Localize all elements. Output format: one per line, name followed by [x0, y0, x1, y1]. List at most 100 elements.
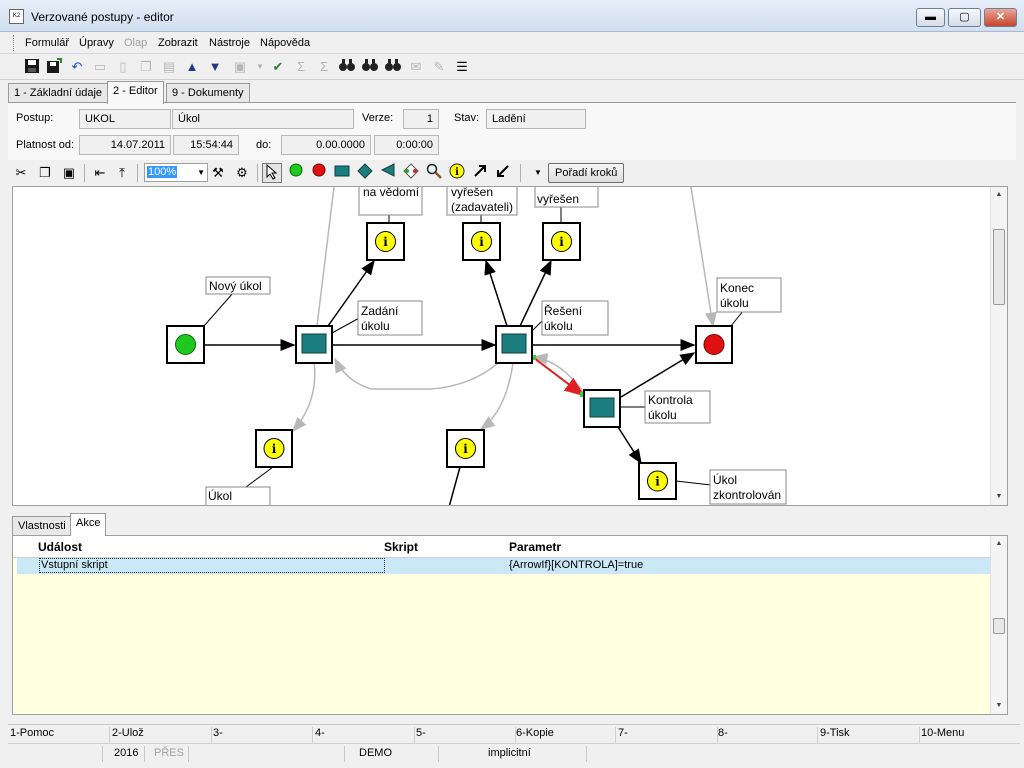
do-date-field[interactable]: 0.00.0000: [281, 135, 371, 155]
step-node-reseni[interactable]: [496, 326, 532, 363]
export-icon[interactable]: ▣: [230, 58, 250, 76]
list-menu-icon[interactable]: ☰: [452, 58, 472, 76]
table-row[interactable]: Vstupní skript {ArrowIf}[KONTROLA]=true: [17, 558, 991, 574]
arrow-ne-icon[interactable]: [470, 163, 490, 183]
scroll-down-icon[interactable]: ▼: [991, 698, 1007, 714]
menu-nastroje[interactable]: Nástroje: [209, 37, 250, 49]
zoom-icon[interactable]: [424, 163, 444, 183]
actions-grid[interactable]: Událost Skript Parametr Vstupní skript {…: [12, 535, 1008, 715]
end-node[interactable]: [696, 326, 732, 363]
column-header-udalost[interactable]: Událost: [38, 540, 82, 554]
edit-note-icon[interactable]: ✎: [429, 58, 449, 76]
tab-vlastnosti[interactable]: Vlastnosti: [12, 516, 72, 536]
pointer-tool-icon[interactable]: [262, 163, 282, 183]
menu-napoveda[interactable]: Nápověda: [260, 37, 310, 49]
copy-icon[interactable]: ❐: [136, 58, 156, 76]
fkey-2[interactable]: 2-Ulož: [112, 727, 212, 743]
postup-name-field[interactable]: Úkol: [172, 109, 354, 129]
zoom-select[interactable]: 100%▼: [144, 163, 208, 182]
close-button[interactable]: ✕: [984, 8, 1017, 27]
binoculars-next-icon[interactable]: [360, 58, 380, 76]
filter-check-icon[interactable]: ✔: [268, 58, 288, 76]
diagram-svg[interactable]: i i i i i i na vědomí: [13, 187, 991, 506]
export-dropdown-icon[interactable]: ▼: [250, 58, 270, 76]
do-time-field[interactable]: 0:00:00: [374, 135, 439, 155]
fkey-6[interactable]: 6-Kopie: [516, 727, 616, 743]
menu-zobrazit[interactable]: Zobrazit: [158, 37, 198, 49]
binoculars-settings-icon[interactable]: [383, 58, 403, 76]
align-left-icon[interactable]: ⇤: [90, 163, 110, 183]
selected-arrow[interactable]: [534, 358, 583, 395]
info-node-na-vedomi[interactable]: i: [367, 223, 404, 260]
column-header-parametr[interactable]: Parametr: [509, 540, 561, 554]
scroll-up-icon[interactable]: ▲: [991, 187, 1007, 203]
verze-field[interactable]: 1: [403, 109, 439, 129]
tab-akce[interactable]: Akce: [70, 513, 106, 536]
sum-select-icon[interactable]: Σ: [314, 58, 334, 76]
info-node-zkontrolovan[interactable]: i: [639, 463, 676, 499]
start-node[interactable]: [167, 326, 204, 363]
info-node-icon[interactable]: i: [447, 163, 467, 183]
grid-vertical-scrollbar[interactable]: ▲ ▼: [990, 536, 1007, 714]
info-node-vyresen-zadavateli[interactable]: i: [463, 223, 500, 260]
stav-field[interactable]: Ladění: [486, 109, 586, 129]
fkey-8[interactable]: 8-: [718, 727, 818, 743]
undo-icon[interactable]: ↶: [67, 58, 87, 76]
back-arrow-node-icon[interactable]: [378, 163, 398, 183]
postup-code-field[interactable]: UKOL: [79, 109, 171, 129]
fkey-9[interactable]: 9-Tisk: [820, 727, 920, 743]
fkey-1[interactable]: 1-Pomoc: [10, 727, 110, 743]
poradi-kroku-button[interactable]: Pořadí kroků: [548, 163, 624, 183]
menu-upravy[interactable]: Úpravy: [79, 37, 114, 49]
menu-formular[interactable]: Formulář: [25, 37, 69, 49]
scroll-thumb[interactable]: [993, 229, 1005, 305]
info-node-vyresen[interactable]: i: [543, 223, 580, 260]
grid-settings-icon[interactable]: ⚙: [232, 163, 252, 183]
fkey-4[interactable]: 4-: [315, 727, 415, 743]
tab-zakladni-udaje[interactable]: 1 - Základní údaje: [8, 83, 108, 103]
diagram-vertical-scrollbar[interactable]: ▲ ▼: [990, 187, 1007, 505]
info-node-left-bottom[interactable]: i: [256, 430, 292, 467]
platnost-date-field[interactable]: 14.07.2011: [79, 135, 171, 155]
column-header-skript[interactable]: Skript: [384, 540, 418, 554]
step-node-zadani[interactable]: [296, 326, 332, 363]
paste-icon[interactable]: ▣: [59, 163, 79, 183]
connector-diamond-icon[interactable]: [401, 163, 421, 183]
scroll-down-icon[interactable]: ▼: [991, 489, 1007, 505]
arrow-sw-icon[interactable]: [493, 163, 513, 183]
binoculars-icon[interactable]: [337, 58, 357, 76]
decision-node-icon[interactable]: [355, 163, 375, 183]
end-node-icon[interactable]: [309, 163, 329, 183]
tab-editor[interactable]: 2 - Editor: [107, 81, 164, 104]
envelope-icon[interactable]: ✉: [406, 58, 426, 76]
menu-olap[interactable]: Olap: [124, 37, 147, 49]
step-node-icon[interactable]: [332, 163, 352, 183]
maximize-button[interactable]: ▢: [948, 8, 981, 27]
step-node-kontrola[interactable]: [584, 390, 620, 427]
cell-parametr[interactable]: {ArrowIf}[KONTROLA]=true: [509, 559, 643, 571]
sum-icon[interactable]: Σ: [291, 58, 311, 76]
copy-icon[interactable]: ❐: [35, 163, 55, 183]
fkey-5[interactable]: 5-: [416, 727, 516, 743]
tab-dokumenty[interactable]: 9 - Dokumenty: [166, 83, 250, 103]
save-as-icon[interactable]: [44, 58, 64, 76]
cell-udalost[interactable]: Vstupní skript: [39, 558, 385, 573]
info-node-mid-bottom[interactable]: i: [447, 430, 484, 467]
save-icon[interactable]: [22, 58, 42, 76]
scroll-up-icon[interactable]: ▲: [991, 536, 1007, 552]
start-node-icon[interactable]: [286, 163, 306, 183]
fkey-7[interactable]: 7-: [618, 727, 718, 743]
diagram-canvas[interactable]: i i i i i i na vědomí: [12, 186, 1008, 506]
open-folder-icon[interactable]: ▭: [90, 58, 110, 76]
platnost-time-field[interactable]: 15:54:44: [173, 135, 239, 155]
toolbar-dropdown-icon[interactable]: ▼: [528, 163, 548, 183]
minimize-button[interactable]: ▬: [916, 8, 945, 27]
cut-icon[interactable]: ✂: [11, 163, 31, 183]
fkey-3[interactable]: 3-: [213, 727, 313, 743]
new-document-icon[interactable]: ▯: [113, 58, 133, 76]
tools-icon[interactable]: ⚒: [208, 163, 228, 183]
arrow-up-icon[interactable]: ▲: [182, 58, 202, 76]
fkey-10[interactable]: 10-Menu: [921, 727, 1018, 743]
align-top-icon[interactable]: ⤒: [112, 163, 132, 183]
book-icon[interactable]: ▤: [159, 58, 179, 76]
